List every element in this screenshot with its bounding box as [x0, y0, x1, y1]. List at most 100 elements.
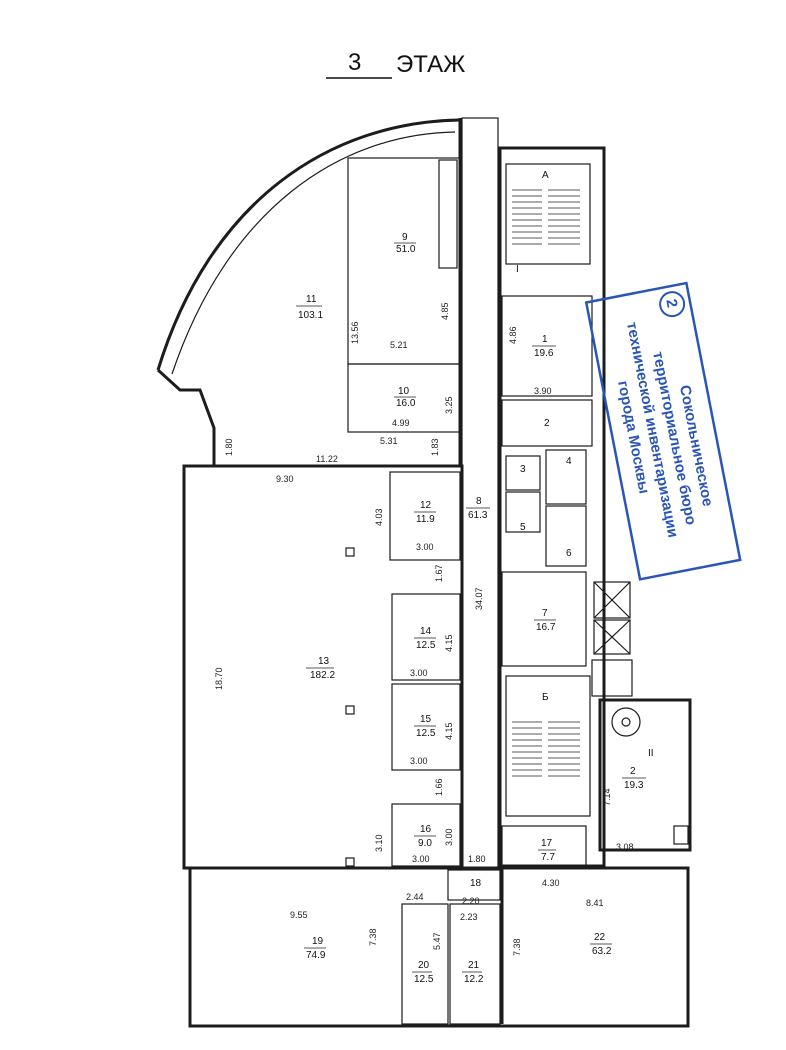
- dim-3-00-e: 3.00: [412, 854, 430, 864]
- room-17-outline: [501, 825, 587, 867]
- room-16-area: 9.0: [418, 838, 432, 849]
- annex-room-2-number: 2: [630, 766, 636, 777]
- room-14-area: 12.5: [416, 640, 436, 651]
- spiral-stair-core: [621, 717, 631, 727]
- dim-11-22: 11.22: [316, 454, 338, 464]
- dim-3-25: 3.25: [444, 396, 454, 414]
- dim-3-00-b: 3.00: [410, 668, 428, 678]
- stair-a-treads: [512, 189, 580, 245]
- room-11-number: 11: [306, 294, 317, 305]
- dim-3-00-c: 3.00: [410, 756, 428, 766]
- room-18-number: 18: [470, 878, 482, 889]
- spiral-stair: [611, 707, 641, 737]
- dim-7-38-b: 7.38: [512, 938, 522, 956]
- dim-7-38-a: 7.38: [368, 928, 378, 946]
- lift-shaft-2-cross-b: [593, 619, 631, 655]
- dim-1-80-a: 1.80: [224, 438, 234, 456]
- lift-shaft-1-cross-b: [593, 581, 631, 619]
- room-9-outline: [347, 157, 461, 365]
- stair-roman-1: I: [516, 264, 519, 275]
- dim-4-15-b: 4.15: [444, 722, 454, 740]
- room-2-outline: [501, 399, 593, 447]
- floor-number: 3: [348, 49, 361, 76]
- dim-2-20: 2.20: [462, 896, 480, 906]
- room-9-number: 9: [402, 232, 408, 243]
- stamp-number-circle: [659, 291, 686, 318]
- dim-7-14: 7.14: [602, 788, 612, 806]
- room-15-area: 12.5: [416, 728, 436, 739]
- dim-1-83: 1.83: [430, 438, 440, 456]
- room-3-number: 3: [520, 464, 526, 475]
- dim-4-86: 4.86: [508, 326, 518, 344]
- room-9-area: 51.0: [396, 244, 416, 255]
- dim-4-03: 4.03: [374, 508, 384, 526]
- dim-34-07: 34.07: [474, 587, 484, 610]
- stair-b-outline: [505, 675, 591, 817]
- room-19-area: 74.9: [306, 950, 326, 961]
- dim-5-47: 5.47: [432, 932, 442, 950]
- stamp-number: 2: [662, 298, 680, 309]
- dim-5-21: 5.21: [390, 340, 408, 350]
- room-2-number: 2: [544, 418, 550, 429]
- dim-9-30: 9.30: [276, 474, 294, 484]
- room-17-area: 7.7: [541, 852, 555, 863]
- room-21-area: 12.2: [464, 974, 484, 985]
- stamp-frame: [584, 281, 742, 581]
- dim-5-31: 5.31: [380, 436, 398, 446]
- room-7-area: 16.7: [536, 622, 556, 633]
- corridor-8-outline: [461, 117, 499, 869]
- lift-lobby: [591, 659, 633, 697]
- curved-facade-outer: [156, 118, 461, 371]
- stair-a-outline: [505, 163, 591, 265]
- room-10-area: 16.0: [396, 398, 416, 409]
- bti-stamp: 2 Сокольническое территориальное бюро те…: [584, 281, 742, 581]
- lift-shaft-1: [593, 581, 631, 619]
- room-8-area: 61.3: [468, 510, 488, 521]
- room-21-outline: [449, 903, 501, 1025]
- room-20-outline: [401, 903, 449, 1025]
- dim-3-00-a: 3.00: [416, 542, 434, 552]
- room-label-bars: [296, 242, 646, 973]
- stair-roman-2: II: [648, 748, 654, 759]
- room-22-number: 22: [594, 932, 606, 943]
- room-15-number: 15: [420, 714, 432, 725]
- room-15-outline: [391, 683, 461, 771]
- dim-4-99: 4.99: [392, 418, 410, 428]
- dim-2-23: 2.23: [460, 912, 478, 922]
- room-16-outline: [391, 803, 461, 867]
- room-7-number: 7: [542, 608, 548, 619]
- dim-3-90: 3.90: [534, 386, 552, 396]
- dim-9-55: 9.55: [290, 910, 308, 920]
- dim-1-80-b: 1.80: [468, 854, 486, 864]
- wc-4: [545, 449, 587, 505]
- room-10-number: 10: [398, 386, 410, 397]
- room-1-outline: [501, 295, 593, 397]
- dim-13-56: 13.56: [350, 321, 360, 344]
- dimension-labels: 13.56 4.85 5.21 3.25 4.99 5.31 1.83 1.80…: [214, 302, 634, 956]
- dim-18-70: 18.70: [214, 667, 224, 690]
- dim-8-41: 8.41: [586, 898, 604, 908]
- room-9-fixture: [438, 159, 458, 269]
- floor-word: ЭТАЖ: [396, 51, 465, 78]
- room-12-number: 12: [420, 500, 432, 511]
- dim-3-10: 3.10: [374, 834, 384, 852]
- room-1-area: 19.6: [534, 348, 554, 359]
- room-13-area: 182.2: [310, 670, 335, 681]
- room-labels: 9 51.0 10 16.0 11 103.1 12 11.9 13 182.2…: [298, 232, 644, 985]
- column-marker-3: [345, 857, 355, 867]
- room-5-outline: [505, 491, 541, 533]
- room-14-number: 14: [420, 626, 432, 637]
- annex-fixture: [673, 825, 689, 845]
- room-8-number: 8: [476, 496, 482, 507]
- room-17-number: 17: [541, 838, 553, 849]
- room-10-outline: [347, 363, 461, 433]
- room-20-area: 12.5: [414, 974, 434, 985]
- stair-a-label: А: [542, 170, 549, 181]
- column-marker-1: [345, 547, 355, 557]
- wc-6: [545, 505, 587, 567]
- room-20-number: 20: [418, 960, 430, 971]
- annex-outline: [598, 698, 692, 852]
- room-1-number: 1: [542, 334, 548, 345]
- dim-2-44: 2.44: [406, 892, 424, 902]
